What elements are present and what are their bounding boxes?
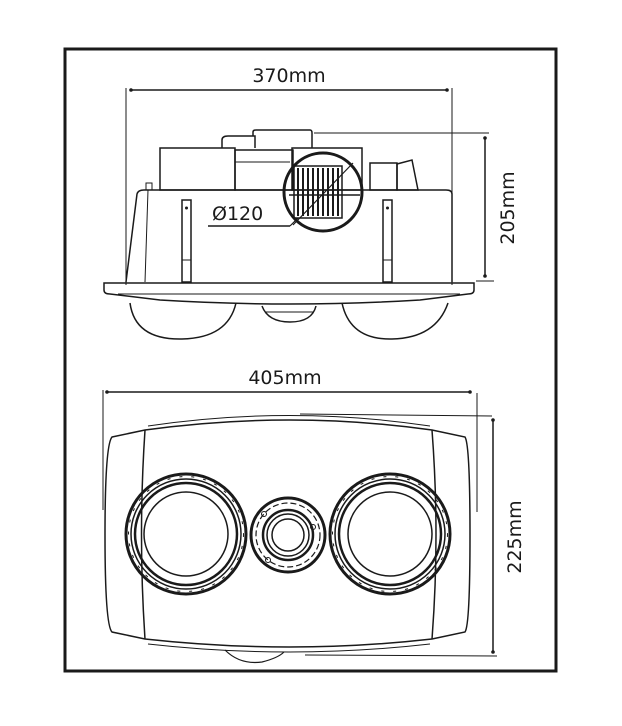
top-width-label: 405mm [248, 367, 321, 389]
side-width-dimension: 370mm [125, 65, 453, 285]
top-height-label: 225mm [504, 500, 526, 573]
center-light [249, 496, 327, 574]
top-view: 405mm 225mm [102, 367, 526, 664]
top-height-dimension: 225mm [299, 413, 526, 657]
lamp-domes-side [129, 302, 449, 340]
fan-outlet [282, 151, 364, 233]
side-height-dimension: 205mm [314, 132, 519, 282]
lamp-right [328, 472, 452, 596]
duct-diameter-callout: Ø120 [208, 203, 299, 227]
grille-body [104, 415, 471, 664]
duct-diameter-label: Ø120 [212, 203, 263, 225]
side-view: 370mm 205mm [103, 65, 519, 340]
motor-housing [145, 129, 419, 191]
housing-body [125, 189, 453, 283]
top-width-dimension: 405mm [102, 367, 478, 512]
side-height-label: 205mm [497, 171, 519, 244]
ceiling-flange [103, 282, 475, 305]
lamp-left [124, 472, 248, 596]
drawing-frame [63, 47, 558, 673]
side-width-label: 370mm [252, 65, 325, 87]
